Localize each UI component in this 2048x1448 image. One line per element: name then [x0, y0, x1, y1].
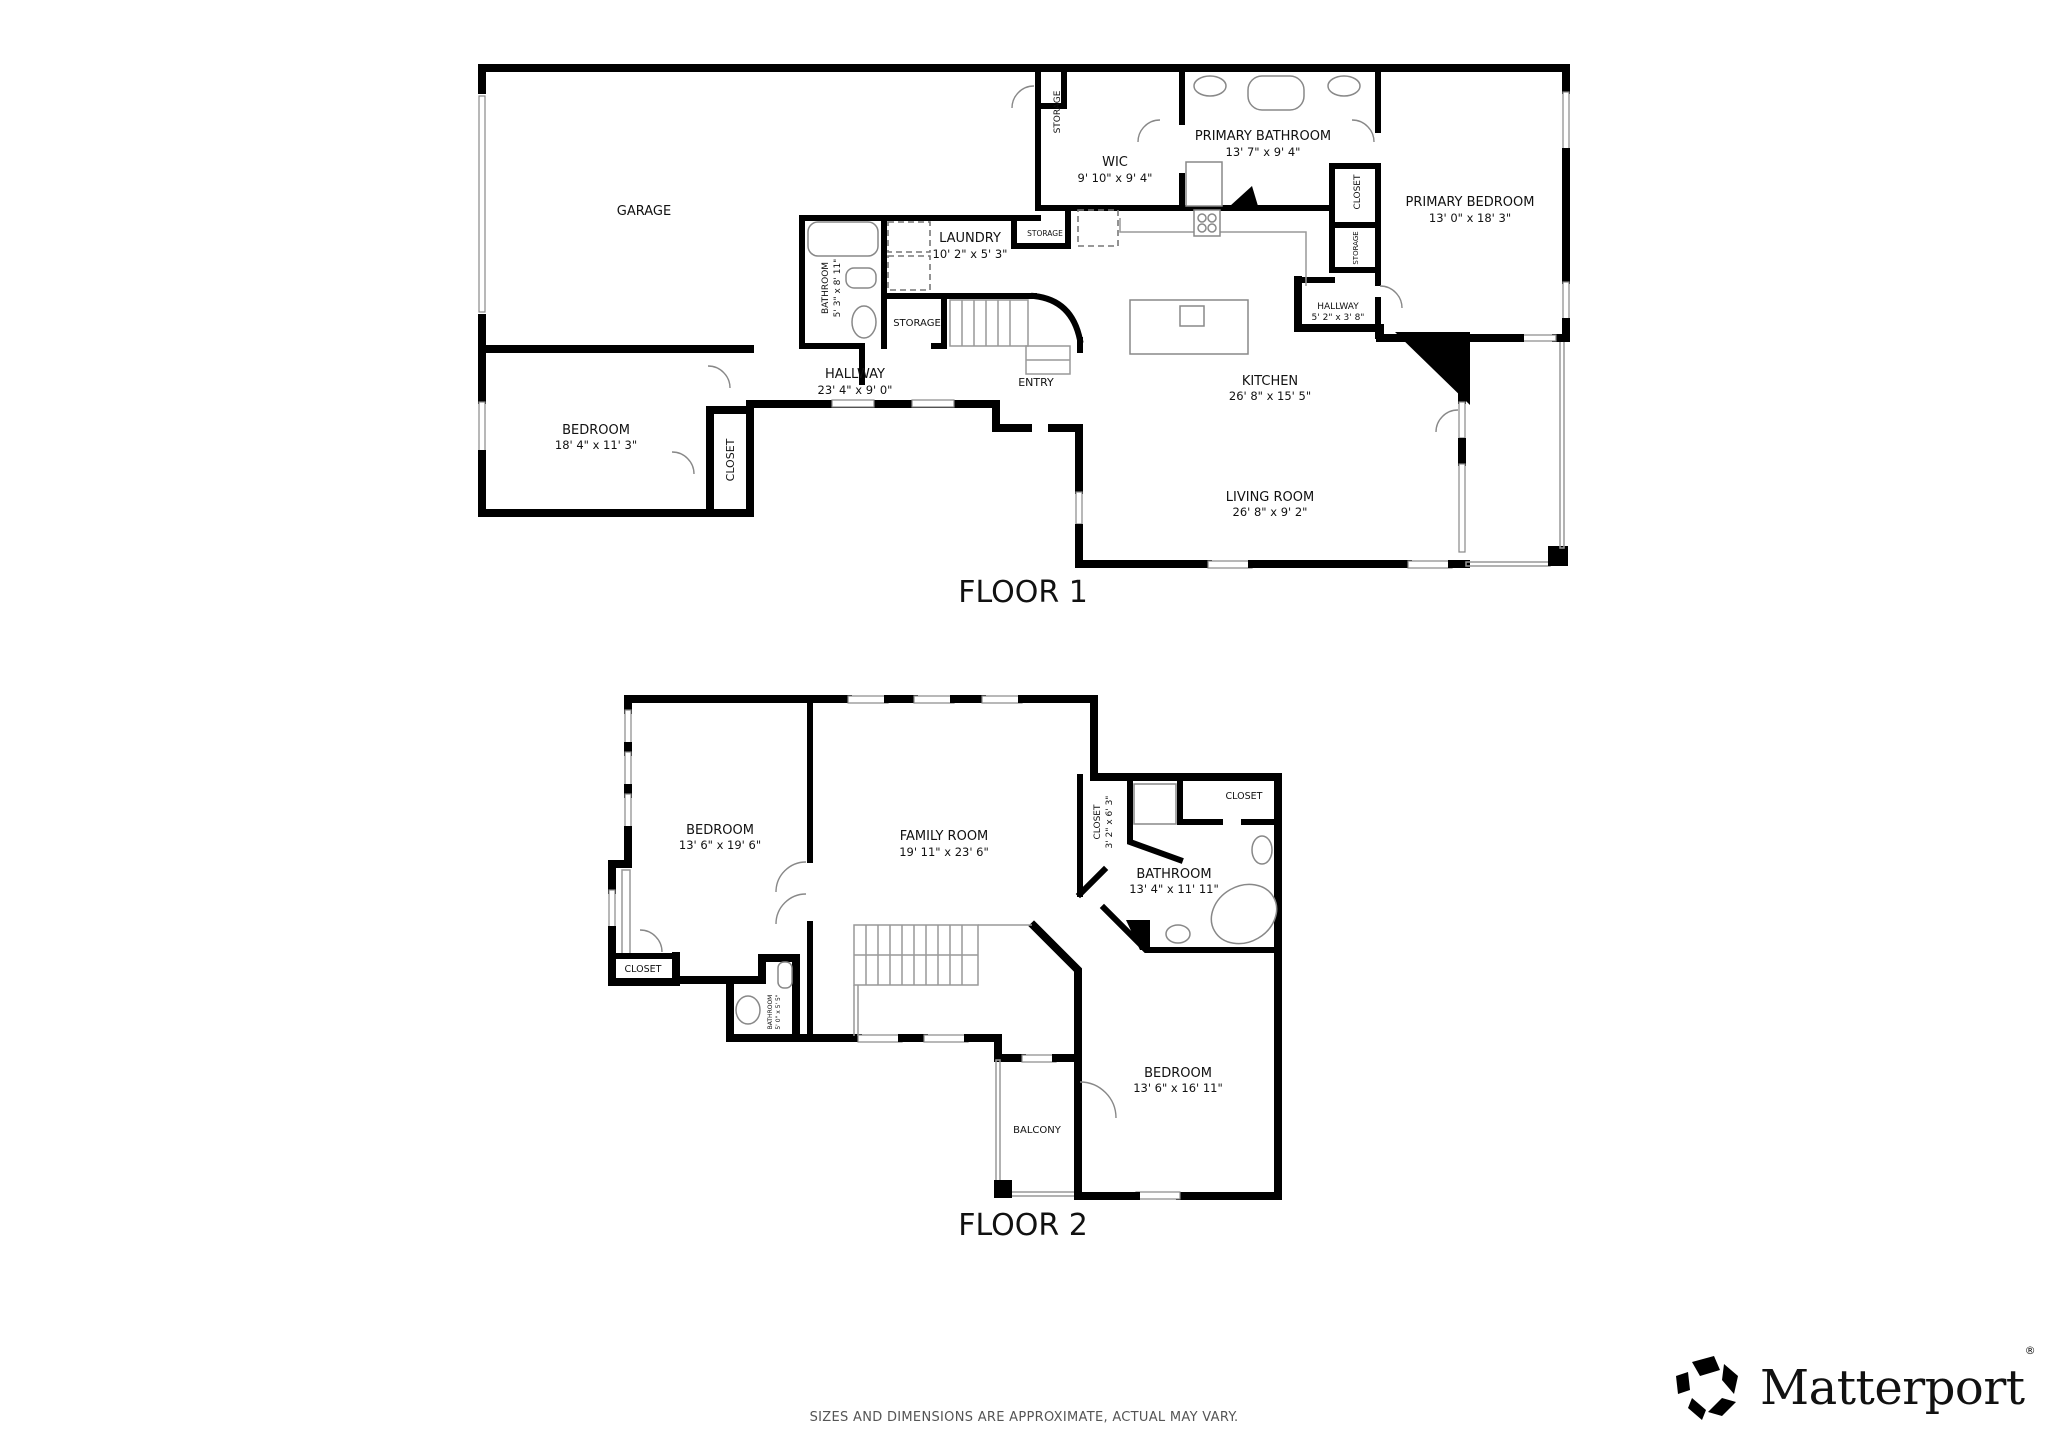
- room-name-closet: CLOSET: [724, 438, 737, 481]
- room-name-closet: CLOSET: [1226, 791, 1263, 802]
- staircase-floor-1: [949, 299, 1071, 375]
- room-name-balcony: BALCONY: [1013, 1125, 1062, 1136]
- floor-1-plan: [478, 64, 1570, 569]
- room-dims-bathroom: 13' 4" x 11' 11": [1129, 882, 1219, 896]
- brand-name: Matterport®: [1760, 1344, 2036, 1416]
- room-dims-bedroom: 13' 6" x 19' 6": [679, 838, 761, 852]
- matterport-pentagon-logo-icon: [1676, 1356, 1738, 1420]
- room-dims-hallway-small: 5' 2" x 3' 8": [1312, 313, 1365, 323]
- room-dims-primary-bedroom: 13' 0" x 18' 3": [1429, 211, 1511, 225]
- registered-mark: ®: [2024, 1344, 2036, 1357]
- room-name-bathroom: BATHROOM: [1136, 867, 1211, 882]
- room-name-garage: GARAGE: [617, 204, 671, 219]
- matterport-brand: Matterport®: [1672, 1344, 2036, 1426]
- room-dims-bathroom: 5' 3" x 8' 11": [833, 259, 843, 318]
- room-dims-wic: 9' 10" x 9' 4": [1078, 171, 1153, 185]
- room-name-bedroom: BEDROOM: [562, 423, 630, 438]
- room-dims-bathroom: 5' 0" x 5' 5": [775, 994, 782, 1030]
- floor-2-labels: BEDROOM 13' 6" x 19' 6" FAMILY ROOM 19' …: [625, 791, 1263, 1136]
- room-name-primary-bathroom: PRIMARY BATHROOM: [1195, 129, 1331, 144]
- room-name-primary-bedroom: PRIMARY BEDROOM: [1406, 195, 1535, 210]
- room-dims-kitchen: 26' 8" x 15' 5": [1229, 389, 1311, 403]
- disclaimer: SIZES AND DIMENSIONS ARE APPROXIMATE, AC…: [809, 1410, 1239, 1425]
- room-name-entry: ENTRY: [1018, 376, 1054, 389]
- room-name-storage: STORAGE: [1352, 231, 1360, 264]
- room-name-bathroom: BATHROOM: [767, 995, 774, 1030]
- room-name-bedroom: BEDROOM: [686, 823, 754, 838]
- room-name-hallway: HALLWAY: [825, 367, 885, 382]
- floor-2-title: FLOOR 2: [958, 1208, 1088, 1243]
- room-name-storage: STORAGE: [1053, 90, 1063, 133]
- room-dims-laundry: 10' 2" x 5' 3": [933, 247, 1008, 261]
- room-name-wic: WIC: [1102, 155, 1128, 170]
- staircase-floor-2: [853, 924, 1032, 1036]
- room-name-kitchen: KITCHEN: [1242, 374, 1298, 389]
- room-dims-bedroom: 18' 4" x 11' 3": [555, 438, 637, 452]
- room-name-closet: CLOSET: [1353, 174, 1363, 209]
- room-name-closet: CLOSET: [1093, 804, 1103, 839]
- room-name-living-room: LIVING ROOM: [1226, 490, 1314, 505]
- floor-1-labels: GARAGE STORAGE WIC 9' 10" x 9' 4" PRIMAR…: [555, 90, 1535, 519]
- room-dims-living-room: 26' 8" x 9' 2": [1233, 505, 1308, 519]
- room-dims-primary-bathroom: 13' 7" x 9' 4": [1226, 145, 1301, 159]
- room-name-laundry: LAUNDRY: [939, 231, 1001, 246]
- room-name-bedroom: BEDROOM: [1144, 1066, 1212, 1081]
- room-dims-bedroom: 13' 6" x 16' 11": [1133, 1081, 1223, 1095]
- room-name-closet: CLOSET: [625, 964, 662, 975]
- room-dims-closet: 3' 2" x 6' 3": [1105, 796, 1115, 849]
- room-name-hallway-small: HALLWAY: [1317, 302, 1359, 312]
- room-name-family-room: FAMILY ROOM: [900, 829, 989, 844]
- room-name-storage: STORAGE: [1027, 229, 1063, 238]
- floor-1-title: FLOOR 1: [958, 575, 1088, 610]
- room-name-bathroom: BATHROOM: [821, 262, 831, 314]
- room-name-storage: STORAGE: [893, 318, 941, 329]
- room-dims-family-room: 19' 11" x 23' 6": [899, 845, 989, 859]
- room-dims-hallway: 23' 4" x 9' 0": [818, 383, 893, 397]
- floor-2-plan: [608, 695, 1282, 1200]
